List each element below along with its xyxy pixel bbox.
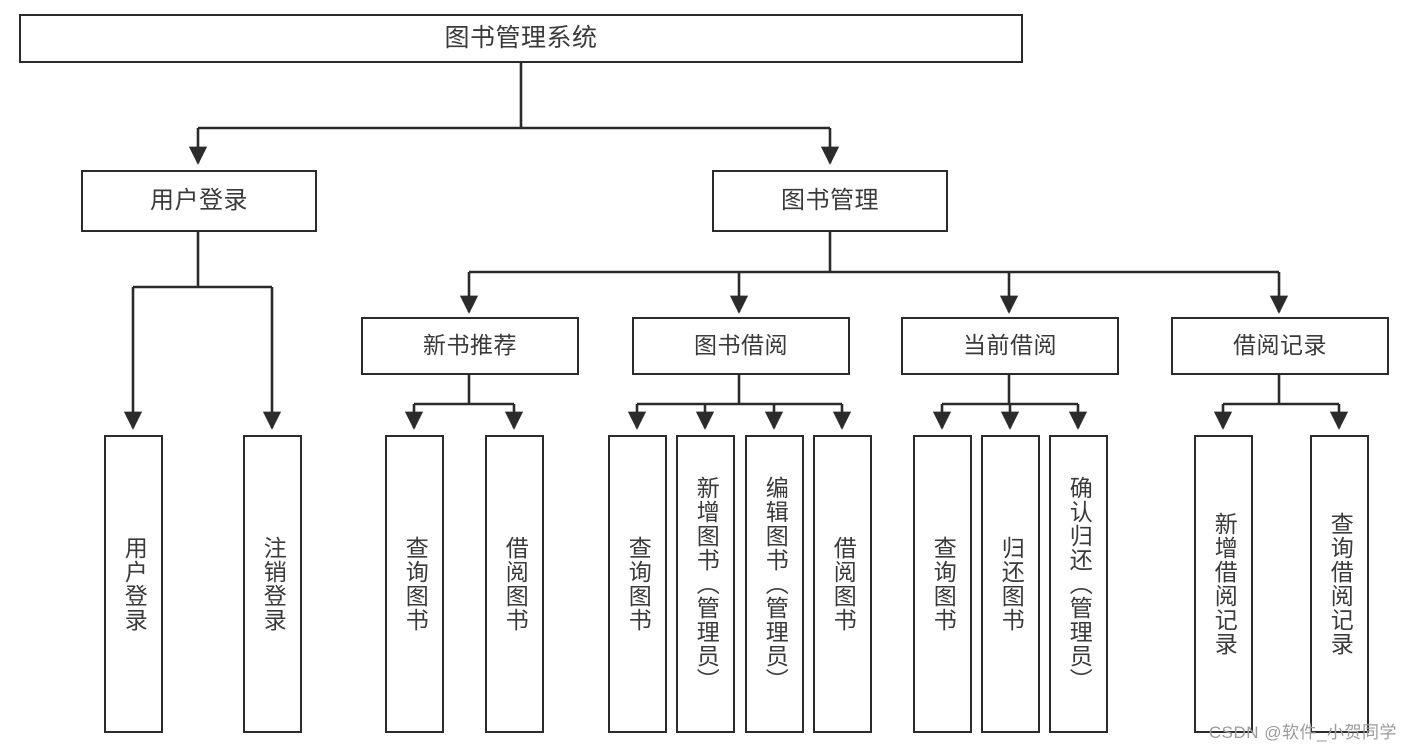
node-leaf-query-book-3[interactable]: 查询图书 (913, 435, 972, 733)
node-new-book-recommend[interactable]: 新书推荐 (361, 317, 579, 375)
node-leaf-query-book-2-label: 查询图书 (625, 536, 652, 632)
node-root[interactable]: 图书管理系统 (19, 14, 1023, 63)
node-leaf-query-book-1[interactable]: 查询图书 (385, 435, 444, 733)
node-book-management[interactable]: 图书管理 (712, 170, 948, 232)
node-leaf-confirm-return[interactable]: 确认归还（管理员） (1049, 435, 1108, 733)
node-borrow-record[interactable]: 借阅记录 (1171, 317, 1389, 375)
node-leaf-query-record[interactable]: 查询借阅记录 (1310, 435, 1369, 733)
node-leaf-return-book-label: 归还图书 (998, 536, 1025, 632)
node-leaf-add-book[interactable]: 新增图书（管理员） (676, 435, 735, 733)
node-leaf-add-record-label: 新增借阅记录 (1211, 512, 1238, 656)
node-leaf-borrow-book-1[interactable]: 借阅图书 (485, 435, 544, 733)
node-current-borrow-label: 当前借阅 (963, 332, 1057, 359)
node-root-label: 图书管理系统 (444, 23, 598, 52)
node-leaf-edit-book-label: 编辑图书（管理员） (762, 476, 789, 692)
node-book-management-label: 图书管理 (781, 186, 879, 214)
node-leaf-query-record-label: 查询借阅记录 (1327, 512, 1354, 656)
node-leaf-borrow-book-2-label: 借阅图书 (830, 536, 857, 632)
node-leaf-query-book-3-label: 查询图书 (930, 536, 957, 632)
watermark-text: CSDN @软件_小贺同学 (1208, 723, 1397, 742)
node-leaf-user-logout[interactable]: 注销登录 (243, 435, 302, 733)
node-leaf-user-login[interactable]: 用户登录 (104, 435, 163, 733)
node-book-borrow-label: 图书借阅 (694, 332, 788, 359)
node-book-borrow[interactable]: 图书借阅 (632, 317, 850, 375)
node-leaf-borrow-book-1-label: 借阅图书 (502, 536, 529, 632)
node-leaf-query-book-1-label: 查询图书 (402, 536, 429, 632)
node-leaf-add-record[interactable]: 新增借阅记录 (1194, 435, 1253, 733)
node-new-book-recommend-label: 新书推荐 (423, 332, 517, 359)
node-borrow-record-label: 借阅记录 (1233, 332, 1327, 359)
node-leaf-confirm-return-label: 确认归还（管理员） (1066, 476, 1093, 692)
node-current-borrow[interactable]: 当前借阅 (901, 317, 1119, 375)
node-leaf-edit-book[interactable]: 编辑图书（管理员） (745, 435, 804, 733)
node-leaf-query-book-2[interactable]: 查询图书 (608, 435, 667, 733)
node-leaf-add-book-label: 新增图书（管理员） (693, 476, 720, 692)
node-leaf-user-logout-label: 注销登录 (260, 536, 287, 632)
node-leaf-user-login-label: 用户登录 (121, 536, 148, 632)
node-user-login-label: 用户登录 (150, 186, 248, 214)
node-leaf-borrow-book-2[interactable]: 借阅图书 (813, 435, 872, 733)
node-leaf-return-book[interactable]: 归还图书 (981, 435, 1040, 733)
node-user-login[interactable]: 用户登录 (81, 170, 317, 232)
